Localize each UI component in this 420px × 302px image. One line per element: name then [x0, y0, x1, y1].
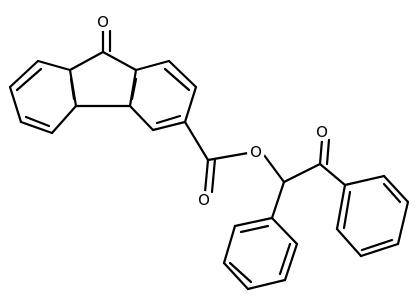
bond-28	[282, 162, 322, 184]
atom-label-ketone-oxygen: O	[97, 13, 109, 31]
atom-label-ester-oxygen: O	[250, 143, 262, 161]
bond-49	[228, 261, 253, 284]
bond-38	[382, 182, 402, 204]
bond-30	[325, 138, 331, 166]
bond-3	[101, 50, 138, 72]
bond-11	[50, 104, 78, 135]
bond-24	[203, 158, 210, 194]
bond-19	[128, 104, 155, 132]
atom-label-benzoyl-oxygen: O	[316, 123, 328, 141]
bond-43	[283, 242, 299, 282]
bond-31	[318, 162, 347, 187]
bond-50	[239, 224, 270, 234]
atom-carbonyl-oxygen: O	[195, 191, 213, 209]
bond-47	[233, 216, 274, 228]
bond-17	[183, 85, 198, 124]
bond-36	[335, 227, 363, 258]
bond-13	[24, 115, 51, 128]
bond-37	[335, 183, 347, 231]
atom-ketone-oxygen: O	[94, 13, 112, 31]
bond-lines	[8, 28, 410, 291]
bond-46	[222, 224, 237, 265]
bond-27	[262, 153, 286, 184]
bond-35	[359, 242, 400, 258]
bond-26	[206, 151, 250, 162]
bond-7	[36, 59, 72, 72]
bond-20	[163, 67, 191, 92]
bond-5	[128, 68, 138, 108]
bond-29	[318, 138, 324, 166]
atom-benzoyl-oxygen: O	[313, 123, 331, 141]
bond-48	[278, 242, 292, 276]
bond-33	[382, 174, 410, 204]
atom-label-carbonyl-oxygen: O	[198, 191, 210, 209]
bond-10	[19, 120, 54, 135]
bond-2	[68, 50, 105, 72]
bond-40	[342, 190, 352, 230]
bond-21	[155, 114, 182, 125]
bond-22	[130, 77, 138, 101]
bond-42	[270, 216, 299, 246]
bond-16	[167, 59, 198, 89]
bond-23	[183, 120, 210, 162]
bond-34	[396, 200, 410, 246]
bond-32	[343, 174, 386, 187]
bond-25	[210, 157, 217, 194]
bond-18	[151, 120, 187, 132]
bond-41	[270, 180, 286, 220]
atom-ester-oxygen: O	[247, 143, 265, 161]
bond-12	[15, 67, 43, 92]
bond-8	[8, 59, 40, 89]
bond-39	[360, 238, 394, 252]
bond-15	[134, 59, 171, 72]
bond-9	[8, 85, 23, 124]
bond-44	[246, 278, 287, 291]
bond-45	[222, 261, 250, 291]
atom-labels: O O O O	[94, 13, 331, 209]
bond-14	[69, 77, 76, 101]
